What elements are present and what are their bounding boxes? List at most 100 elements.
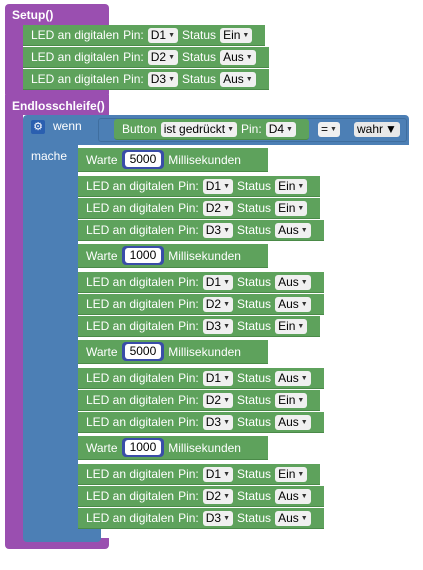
status-label: Status bbox=[237, 393, 272, 407]
pin-label: Pin: bbox=[178, 371, 199, 385]
setup-bottom bbox=[5, 90, 109, 98]
boolean-dropdown[interactable]: wahr▼ bbox=[354, 122, 400, 137]
status-dropdown[interactable]: Aus▼ bbox=[275, 510, 311, 526]
status-dropdown[interactable]: Ein▼ bbox=[275, 318, 308, 334]
led-block[interactable]: LED an digitalen Pin: D1▼ Status Ein▼ bbox=[78, 464, 320, 485]
pin-dropdown[interactable]: D3▼ bbox=[147, 71, 179, 87]
pin-dropdown[interactable]: D1▼ bbox=[202, 370, 234, 386]
led-block[interactable]: LED an digitalen Pin: D2▼ Status Ein▼ bbox=[78, 390, 320, 411]
wait-label: Warte bbox=[86, 152, 118, 167]
pin-dropdown[interactable]: D1▼ bbox=[147, 27, 179, 43]
led-text: LED an digitalen bbox=[86, 179, 175, 193]
led-block[interactable]: LED an digitalen Pin: D1▼ Status Ein▼ bbox=[78, 176, 320, 197]
pin-dropdown[interactable]: D3▼ bbox=[202, 318, 234, 334]
wait-value-input[interactable]: 1000 bbox=[121, 246, 165, 265]
pin-dropdown[interactable]: D3▼ bbox=[202, 414, 234, 430]
led-block[interactable]: LED an digitalen Pin: D3▼ Status Aus▼ bbox=[78, 220, 324, 241]
status-dropdown[interactable]: Ein▼ bbox=[275, 392, 308, 408]
if-label: wenn bbox=[53, 119, 82, 133]
pin-dropdown[interactable]: D1▼ bbox=[202, 274, 234, 290]
led-block[interactable]: LED an digitalen Pin: D1▼ Status Aus▼ bbox=[78, 368, 324, 389]
setup-block[interactable]: Setup() bbox=[5, 4, 109, 26]
status-dropdown[interactable]: Aus▼ bbox=[275, 414, 311, 430]
dropdown-arrow-icon: ▼ bbox=[245, 75, 253, 83]
led-block[interactable]: LED an digitalen Pin: D2▼ Status Ein▼ bbox=[78, 198, 320, 219]
pin-dropdown[interactable]: D3▼ bbox=[202, 222, 234, 238]
dropdown-arrow-icon: ▼ bbox=[300, 418, 308, 426]
loop-side bbox=[5, 115, 23, 543]
pin-dropdown[interactable]: D2▼ bbox=[202, 488, 234, 504]
pin-dropdown[interactable]: D1▼ bbox=[202, 466, 234, 482]
pin-label: Pin: bbox=[178, 393, 199, 407]
dropdown-arrow-icon: ▼ bbox=[227, 125, 234, 133]
loop-block[interactable]: Endlosschleife() bbox=[5, 95, 109, 115]
status-dropdown[interactable]: Aus▼ bbox=[275, 296, 311, 312]
status-label: Status bbox=[237, 297, 272, 311]
wait-block[interactable]: Warte 1000 Millisekunden bbox=[78, 244, 268, 268]
wait-label: Warte bbox=[86, 344, 118, 359]
operator-dropdown[interactable]: =▼ bbox=[318, 122, 340, 137]
dropdown-arrow-icon: ▼ bbox=[223, 514, 231, 522]
wait-value-input[interactable]: 1000 bbox=[121, 438, 165, 457]
pin-dropdown[interactable]: D2▼ bbox=[202, 296, 234, 312]
pin-dropdown[interactable]: D2▼ bbox=[147, 49, 179, 65]
status-label: Status bbox=[182, 28, 217, 42]
status-dropdown[interactable]: Ein▼ bbox=[275, 200, 308, 216]
pin-dropdown[interactable]: D2▼ bbox=[202, 200, 234, 216]
led-block[interactable]: LED an digitalen Pin: D3▼ Status Aus▼ bbox=[78, 412, 324, 433]
status-dropdown[interactable]: Aus▼ bbox=[275, 488, 311, 504]
status-dropdown[interactable]: Aus▼ bbox=[220, 49, 256, 65]
led-text: LED an digitalen bbox=[86, 511, 175, 525]
pin-label: Pin: bbox=[241, 122, 262, 136]
status-dropdown[interactable]: Ein▼ bbox=[275, 466, 308, 482]
dropdown-arrow-icon: ▼ bbox=[223, 492, 231, 500]
wait-value-input[interactable]: 5000 bbox=[121, 342, 165, 361]
dropdown-arrow-icon: ▼ bbox=[223, 418, 231, 426]
dropdown-arrow-icon: ▼ bbox=[297, 204, 305, 212]
pin-dropdown[interactable]: D2▼ bbox=[202, 392, 234, 408]
pin-label: Pin: bbox=[178, 275, 199, 289]
button-label: Button bbox=[122, 122, 157, 136]
status-dropdown[interactable]: Ein▼ bbox=[220, 27, 253, 43]
status-dropdown[interactable]: Aus▼ bbox=[275, 222, 311, 238]
led-block[interactable]: LED an digitalen Pin: D3▼ Status Aus▼ bbox=[78, 508, 324, 529]
dropdown-arrow-icon: ▼ bbox=[245, 53, 253, 61]
pin-dropdown[interactable]: D1▼ bbox=[202, 178, 234, 194]
pin-label: Pin: bbox=[178, 297, 199, 311]
button-block[interactable]: Button ist gedrückt▼ Pin: D4▼ bbox=[114, 119, 309, 140]
dropdown-arrow-icon: ▼ bbox=[286, 125, 293, 133]
dropdown-arrow-icon: ▼ bbox=[242, 31, 250, 39]
status-dropdown[interactable]: Aus▼ bbox=[275, 370, 311, 386]
led-text: LED an digitalen bbox=[86, 415, 175, 429]
led-block[interactable]: LED an digitalen Pin: D2▼ Status Aus▼ bbox=[78, 294, 324, 315]
ms-label: Millisekunden bbox=[168, 152, 241, 167]
dropdown-arrow-icon: ▼ bbox=[297, 182, 305, 190]
dropdown-arrow-icon: ▼ bbox=[223, 300, 231, 308]
setup-led-block[interactable]: LED an digitalen Pin: D2▼ Status Aus▼ bbox=[23, 47, 269, 68]
status-dropdown[interactable]: Aus▼ bbox=[220, 71, 256, 87]
pin-dropdown[interactable]: D3▼ bbox=[202, 510, 234, 526]
status-label: Status bbox=[237, 371, 272, 385]
led-block[interactable]: LED an digitalen Pin: D3▼ Status Ein▼ bbox=[78, 316, 320, 337]
status-dropdown[interactable]: Aus▼ bbox=[275, 274, 311, 290]
button-pin-dropdown[interactable]: D4▼ bbox=[265, 121, 296, 137]
wait-value-input[interactable]: 5000 bbox=[121, 150, 165, 169]
led-block[interactable]: LED an digitalen Pin: D2▼ Status Aus▼ bbox=[78, 486, 324, 507]
status-dropdown[interactable]: Ein▼ bbox=[275, 178, 308, 194]
wait-block[interactable]: Warte 1000 Millisekunden bbox=[78, 436, 268, 460]
pin-label: Pin: bbox=[178, 223, 199, 237]
wait-block[interactable]: Warte 5000 Millisekunden bbox=[78, 148, 268, 172]
led-text: LED an digitalen bbox=[86, 201, 175, 215]
gear-icon[interactable]: ⚙ bbox=[31, 120, 45, 134]
dropdown-arrow-icon: ▼ bbox=[300, 514, 308, 522]
led-text: LED an digitalen bbox=[86, 371, 175, 385]
dropdown-arrow-icon: ▼ bbox=[300, 278, 308, 286]
setup-led-block[interactable]: LED an digitalen Pin: D1▼ Status Ein▼ bbox=[23, 25, 265, 46]
pin-label: Pin: bbox=[178, 319, 199, 333]
button-state-dropdown[interactable]: ist gedrückt▼ bbox=[160, 121, 237, 137]
led-block[interactable]: LED an digitalen Pin: D1▼ Status Aus▼ bbox=[78, 272, 324, 293]
led-text: LED an digitalen bbox=[31, 50, 120, 64]
wait-block[interactable]: Warte 5000 Millisekunden bbox=[78, 340, 268, 364]
setup-led-block[interactable]: LED an digitalen Pin: D3▼ Status Aus▼ bbox=[23, 69, 269, 90]
led-text: LED an digitalen bbox=[31, 72, 120, 86]
